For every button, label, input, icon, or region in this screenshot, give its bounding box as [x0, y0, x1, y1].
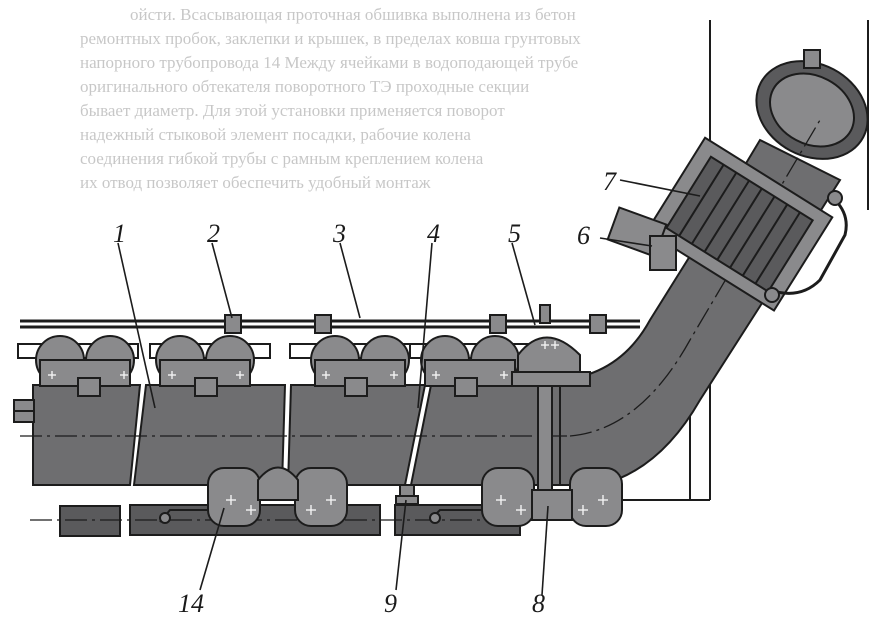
bg-line-3: напорного трубопровода 14 Между ячейками…	[80, 53, 578, 72]
background-text: ойсти. Всасывающая проточная обшивка вып…	[80, 5, 581, 192]
callout-labels: 1 2 3 4 5 6 7 8 9 14	[113, 167, 617, 618]
upper-rollers	[17, 335, 531, 397]
roller-carriage-lower-1	[207, 466, 348, 527]
roller-carriage-upper-4	[409, 335, 531, 397]
callout-6: 6	[577, 221, 590, 250]
coupling-assembly	[606, 136, 848, 312]
bg-line-4: оригинального обтекателя поворотного ТЭ …	[80, 77, 529, 96]
valve-fitting	[395, 484, 419, 505]
callout-2: 2	[207, 219, 220, 248]
bg-line-8: их отвод позволяет обеспечить удобный мо…	[80, 173, 431, 192]
callout-14: 14	[178, 589, 204, 618]
callout-5: 5	[508, 219, 521, 248]
callout-4: 4	[427, 219, 440, 248]
bg-line-1: ойсти. Всасывающая проточная обшивка вып…	[130, 5, 576, 24]
roller-carriage-upper-1	[17, 335, 139, 397]
callout-1: 1	[113, 219, 126, 248]
top-flange	[755, 49, 869, 160]
bg-line-7: соединения гибкой трубы с рамным креплен…	[80, 149, 484, 168]
bg-line-6: надежный стыковой элемент посадки, рабоч…	[80, 125, 471, 144]
pipe-elbow	[559, 238, 782, 486]
callout-7: 7	[603, 167, 617, 196]
lower-rail	[30, 504, 560, 537]
roller-carriage-upper-2	[149, 335, 271, 397]
end-bolt	[13, 399, 35, 423]
lower-rollers	[207, 466, 623, 527]
callout-8: 8	[532, 589, 545, 618]
pipe-segment-end	[32, 384, 142, 486]
roller-carriage-upper-3	[289, 335, 411, 397]
bg-line-5: бывает диаметр. Для этой установки приме…	[80, 101, 505, 120]
support-bracket	[511, 304, 591, 507]
bg-line-2: ремонтных пробок, заклепки и крышек, в п…	[80, 29, 581, 48]
roller-carriage-lower-2	[481, 467, 623, 527]
upper-rod	[20, 314, 640, 334]
pipe-segment-1	[132, 384, 287, 486]
callout-3: 3	[332, 219, 346, 248]
leader-lines	[117, 179, 701, 596]
callout-9: 9	[384, 589, 397, 618]
